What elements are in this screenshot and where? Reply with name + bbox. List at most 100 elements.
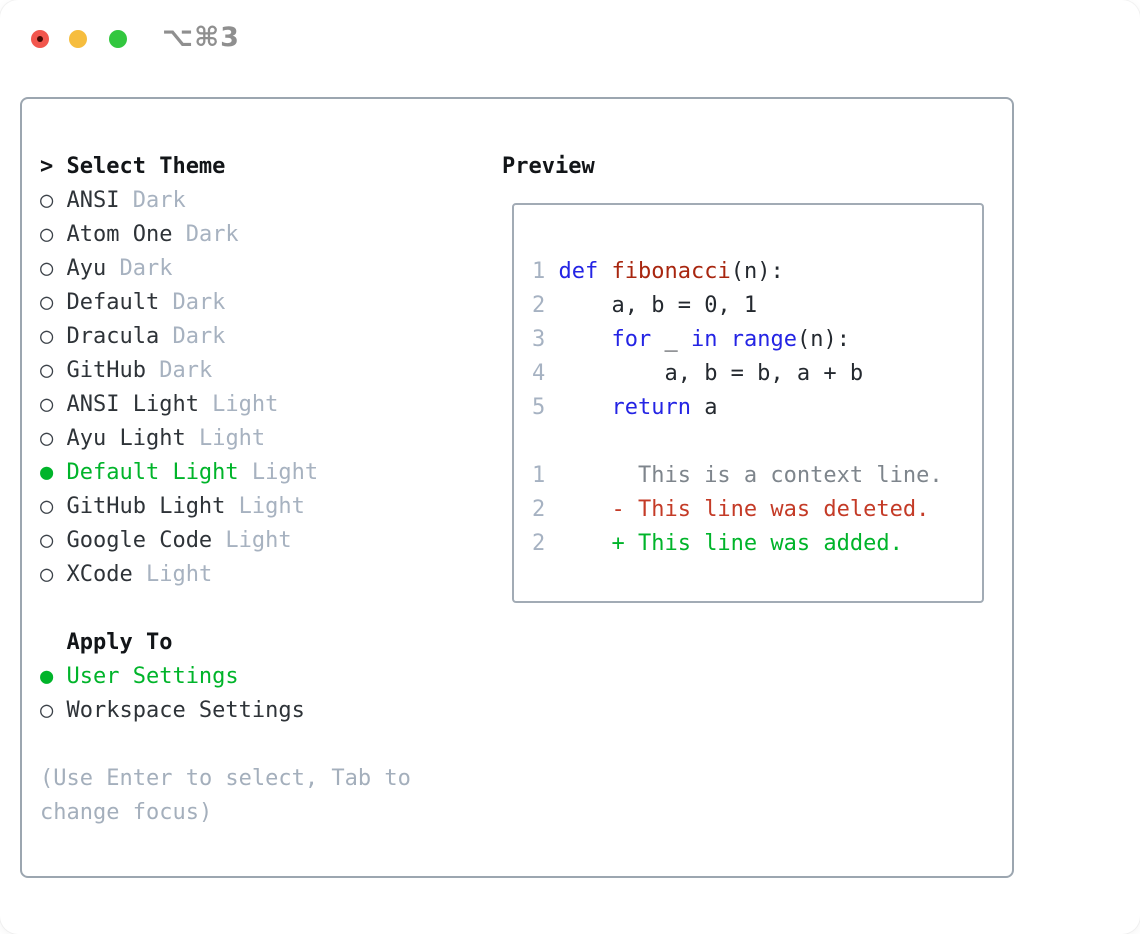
apply-to-option[interactable]: ○Workspace Settings [40,694,480,728]
theme-option[interactable]: ○ GitHub Light Light [40,490,480,524]
preview-label: Preview [502,154,595,179]
theme-name: Atom One [66,222,173,247]
radio-icon: ● [40,664,54,689]
code-token [598,259,611,284]
theme-option[interactable]: ● Default Light Light [40,456,480,490]
code-token: fibonacci [611,259,731,284]
line-number: 2 [532,531,546,556]
radio-icon: ○ [40,528,54,553]
select-theme-header: > Select Theme [40,150,480,184]
code-token: a [690,395,718,420]
radio-icon: ○ [40,392,54,417]
theme-name: GitHub [66,358,146,383]
theme-variant: Light [225,494,305,519]
code-token: a, b = 0, 1 [545,293,758,318]
keyboard-hint: (Use Enter to select, Tab to change focu… [40,766,411,825]
theme-option[interactable]: ○ Dracula Dark [40,320,480,354]
theme-name: Default Light [66,460,239,485]
theme-option[interactable]: ○ANSI Dark [40,184,480,218]
theme-list-items: ○ ANSI Dark ○ Atom One Dark ○ Ayu Dark ○ Defaul… [40,184,480,592]
line-number: 2 [532,497,546,522]
code-token [717,327,730,352]
spacer [40,592,480,626]
theme-name: Google Code [66,528,213,553]
radio-icon: ○ [40,188,54,213]
radio-icon: ○ [40,698,54,723]
apply-to-header-label: Apply To [66,630,173,655]
code-token: _ [651,327,691,352]
preview-line: 2 a, b = 0, 1 [532,289,982,323]
code-token: def [558,259,599,284]
theme-variant: Dark [145,358,213,383]
code-token: in [690,327,718,352]
preview-line [532,425,982,459]
select-theme-header-label: Select Theme [66,154,226,179]
line-number: 2 [532,293,546,318]
code-token [545,395,611,420]
radio-icon: ○ [40,256,54,281]
code-token: range [730,327,797,352]
theme-picker-left-column: > Select Theme ○ANSI Dark○Atom One Dark○… [40,150,480,830]
code-token: return [611,395,691,420]
theme-name: ANSI Light [66,392,199,417]
line-number: 5 [532,395,546,420]
theme-variant: Light [185,426,266,451]
apply-to-label: User Settings [66,664,239,689]
code-token: - This line was deleted. [545,497,930,522]
theme-option[interactable]: ○ Ayu Light Light [40,422,480,456]
theme-name: Default [66,290,160,315]
theme-variant: Dark [106,256,173,281]
window-title: ⌥⌘3 [162,22,240,53]
theme-variant: Light [238,460,319,485]
code-token: (n): [730,259,784,284]
preview-line: 4 a, b = b, a + b [532,357,982,391]
apply-to-header-indent [40,626,66,660]
code-token: for [611,327,652,352]
theme-variant: Light [132,562,213,587]
theme-variant: Dark [159,324,226,349]
radio-icon: ● [40,460,54,485]
theme-option[interactable]: ○ Ayu Dark [40,252,480,286]
spacer [40,728,480,762]
theme-name: ANSI [66,188,120,213]
theme-name: Ayu Light [66,426,186,451]
radio-icon: ○ [40,222,54,247]
theme-option[interactable]: ○ Google Code Light [40,524,480,558]
cursor-icon: > [40,154,54,179]
theme-name: XCode [66,562,133,587]
close-button[interactable] [31,30,49,48]
line-number: 3 [532,327,546,352]
theme-name: Dracula [66,324,160,349]
code-token: + This line was added. [545,531,903,556]
code-token: a, b = b, a + b [545,361,864,386]
theme-variant: Dark [172,222,239,247]
preview-line: 1 def fibonacci(n): [532,255,982,289]
radio-icon: ○ [40,324,54,349]
code-token [545,259,558,284]
theme-option[interactable]: ○ GitHub Dark [40,354,480,388]
preview-line: 2 + This line was added. [532,527,982,561]
radio-icon: ○ [40,358,54,383]
radio-icon: ○ [40,494,54,519]
code-token: (n): [796,327,850,352]
radio-icon: ○ [40,290,54,315]
apply-to-options: ● User Settings ○Workspace Settings [40,660,480,728]
code-token [545,327,611,352]
zoom-button[interactable] [109,30,127,48]
theme-option[interactable]: ○ANSI Light Light [40,388,480,422]
theme-option[interactable]: ○Default Dark [40,286,480,320]
apply-to-header: Apply To [40,626,480,660]
minimize-button[interactable] [69,30,87,48]
theme-name: GitHub Light [66,494,226,519]
radio-icon: ○ [40,562,54,587]
theme-option[interactable]: ○ Atom One Dark [40,218,480,252]
theme-variant: Light [212,528,292,553]
theme-picker-panel: > Select Theme ○ANSI Dark○Atom One Dark○… [20,97,1014,878]
theme-name: Ayu [66,256,107,281]
radio-icon: ○ [40,426,54,451]
apply-to-option[interactable]: ● User Settings [40,660,480,694]
line-number: 1 [532,463,546,488]
theme-option[interactable]: ○ XCode Light [40,558,480,592]
